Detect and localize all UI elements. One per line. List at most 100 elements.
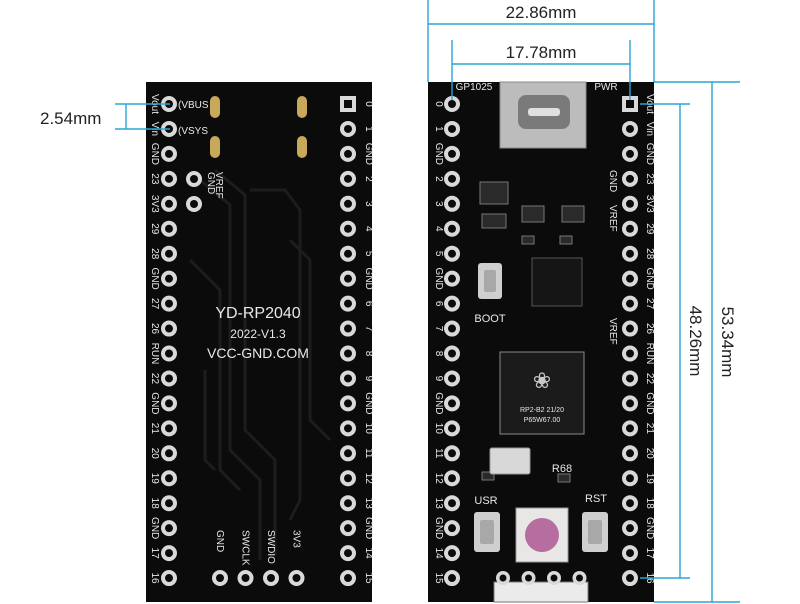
pin-hole <box>165 449 173 458</box>
boot-button-cap <box>484 270 496 292</box>
front-swd-pad-row <box>496 571 587 585</box>
pin-label: 26 <box>149 323 160 335</box>
pin-label: 8 <box>433 351 444 357</box>
pin-hole <box>344 299 352 308</box>
pin-hole <box>448 100 456 108</box>
pin-label: 22 <box>644 373 655 385</box>
raspberry-logo-icon: ❀ <box>533 368 551 393</box>
pin-hole <box>165 499 173 508</box>
pin-label: GND <box>363 143 374 165</box>
pin-hole <box>344 174 352 183</box>
pin-hole <box>165 249 173 258</box>
pin-label: 0 <box>433 101 444 107</box>
pin-label: 14 <box>363 548 374 560</box>
pin-hole <box>626 199 634 208</box>
pin-label: GND <box>363 517 374 539</box>
pin-hole <box>448 174 456 183</box>
usb-c-tongue <box>528 108 560 116</box>
boot-label: BOOT <box>474 313 505 325</box>
front-right-pin-column: VoutVinGND233V32928GND2726RUN22GND212019… <box>622 94 655 587</box>
crystal <box>489 447 531 475</box>
pin-label: 17 <box>149 548 160 560</box>
board-front: BOOT ❀ RP2-B2 21/20 P65W67.00 R68 USR RS… <box>428 81 655 603</box>
pin-hole <box>626 449 634 458</box>
pin-hole <box>448 574 456 583</box>
rst-button-cap <box>588 520 602 544</box>
pin-label: 6 <box>433 301 444 307</box>
vbus-label: (VBUS <box>178 100 209 111</box>
pin-hole <box>165 399 173 408</box>
pin-hole <box>344 424 352 433</box>
pin-label: 14 <box>433 548 444 560</box>
pin-hole <box>165 549 173 558</box>
back-oval-pad <box>297 136 307 158</box>
pin-hole <box>448 449 456 458</box>
pin-label: 6 <box>363 301 374 307</box>
pin-hole <box>344 474 352 483</box>
pin-label: GND <box>433 268 444 290</box>
pin-label: 16 <box>149 572 160 584</box>
pin-hole <box>448 374 456 383</box>
pitch-dimension-label: 2.54mm <box>40 109 101 128</box>
pin-label: RUN <box>644 343 655 365</box>
pin-label: 23 <box>644 173 655 185</box>
pin-hole <box>190 200 198 208</box>
pin-hole <box>626 249 634 258</box>
pin-hole <box>344 124 352 133</box>
pin-label: 5 <box>363 251 374 257</box>
pin-label: GND <box>433 143 444 165</box>
board-title: YD-RP2040 <box>215 305 300 322</box>
pin-hole <box>550 574 558 582</box>
pin-hole <box>626 474 634 483</box>
pin-hole <box>448 299 456 308</box>
pin-hole <box>344 524 352 533</box>
pin-label: 1 <box>363 126 374 132</box>
pin-hole <box>344 349 352 358</box>
pin-label: 12 <box>433 473 444 485</box>
flash-chip <box>531 257 583 307</box>
pin-label: GND <box>644 392 655 414</box>
pin-label: 26 <box>644 323 655 335</box>
pin-label: 0 <box>363 101 374 107</box>
pin-hole <box>216 574 224 582</box>
pin-label: 4 <box>363 226 374 232</box>
pin-hole <box>292 574 301 582</box>
pin-label: 13 <box>363 498 374 510</box>
front-gnd-label: GND <box>607 170 618 192</box>
pin-label: RUN <box>149 343 160 365</box>
pin-label: 27 <box>644 298 655 310</box>
pin-hole <box>344 149 352 158</box>
dimension-lines <box>115 0 740 603</box>
pin-label: 2 <box>363 176 374 182</box>
pin-label: GND <box>644 268 655 290</box>
pin-hole <box>165 224 173 233</box>
pin-label: 3V3 <box>149 195 160 213</box>
front-vref-label: VREF <box>607 205 618 232</box>
pin-label: 2 <box>433 176 444 182</box>
board-width-dimension-label: 22.86mm <box>506 3 577 22</box>
pin-hole <box>344 324 352 333</box>
pin-hole <box>576 574 583 582</box>
pin-label: 3 <box>363 201 374 207</box>
gpio25-label: GP1025 <box>456 82 493 93</box>
usr-button-cap <box>480 520 494 544</box>
pin-label: GND <box>149 392 160 414</box>
pin-label: 19 <box>149 473 160 485</box>
back-oval-pad <box>210 136 220 158</box>
pin-hole <box>626 124 634 133</box>
pin-hole <box>448 324 456 333</box>
pin-label: GND <box>433 517 444 539</box>
pin-hole <box>626 399 634 408</box>
pin-hole <box>344 249 352 258</box>
pin-hole <box>448 424 456 433</box>
pin-label: 8 <box>363 351 374 357</box>
pin-hole <box>165 324 173 333</box>
pin-hole <box>626 349 634 358</box>
vsys-label: (VSYS <box>178 126 208 137</box>
pin-hole <box>525 574 532 582</box>
pin-hole <box>165 149 173 158</box>
pin-hole <box>344 499 352 508</box>
pin-hole <box>626 299 634 308</box>
back-oval-pad <box>297 96 307 118</box>
